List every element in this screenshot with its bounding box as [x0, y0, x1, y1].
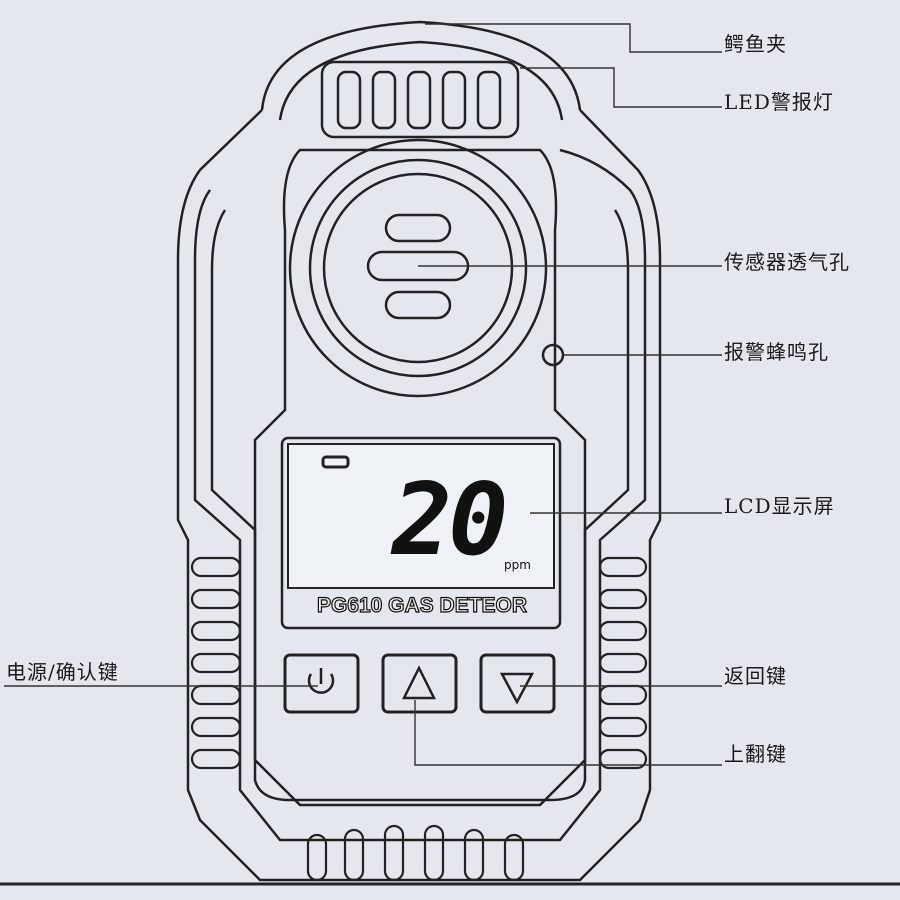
led-grille [320, 60, 520, 139]
label-led: LED警报灯 [724, 90, 834, 114]
right-grip [598, 556, 648, 770]
model-text: PG610 GAS DETEOR [316, 593, 528, 617]
power-button[interactable] [283, 653, 360, 714]
buzzer-hole [541, 343, 565, 367]
up-button[interactable] [381, 653, 458, 714]
label-buzzer: 报警蜂鸣孔 [724, 340, 829, 364]
label-back: 返回键 [724, 664, 787, 688]
triangle-down-icon [499, 672, 535, 705]
leader-lines [4, 23, 722, 766]
battery-icon [321, 455, 350, 469]
bottom-grip [306, 824, 525, 882]
triangle-up-icon [401, 665, 437, 700]
label-clip: 鳄鱼夹 [724, 32, 787, 56]
back-button[interactable] [479, 653, 556, 714]
gas-reading: 20 [392, 461, 508, 578]
unit-label: ppm [504, 558, 531, 572]
sensor-housing [288, 138, 548, 398]
power-icon [307, 668, 335, 694]
lcd-frame [280, 436, 562, 630]
label-sensor: 传感器透气孔 [724, 250, 850, 274]
device-body-outer [176, 109, 662, 882]
left-grip [190, 556, 242, 770]
alligator-clip [260, 20, 582, 111]
sensor-vent-slot [384, 290, 452, 320]
sensor-vent-slot [384, 213, 452, 243]
label-up: 上翻键 [724, 742, 787, 766]
led-slots [336, 70, 502, 130]
label-lcd: LCD显示屏 [724, 494, 835, 518]
label-power: 电源/确认键 [6, 660, 119, 684]
device-face [253, 148, 587, 807]
